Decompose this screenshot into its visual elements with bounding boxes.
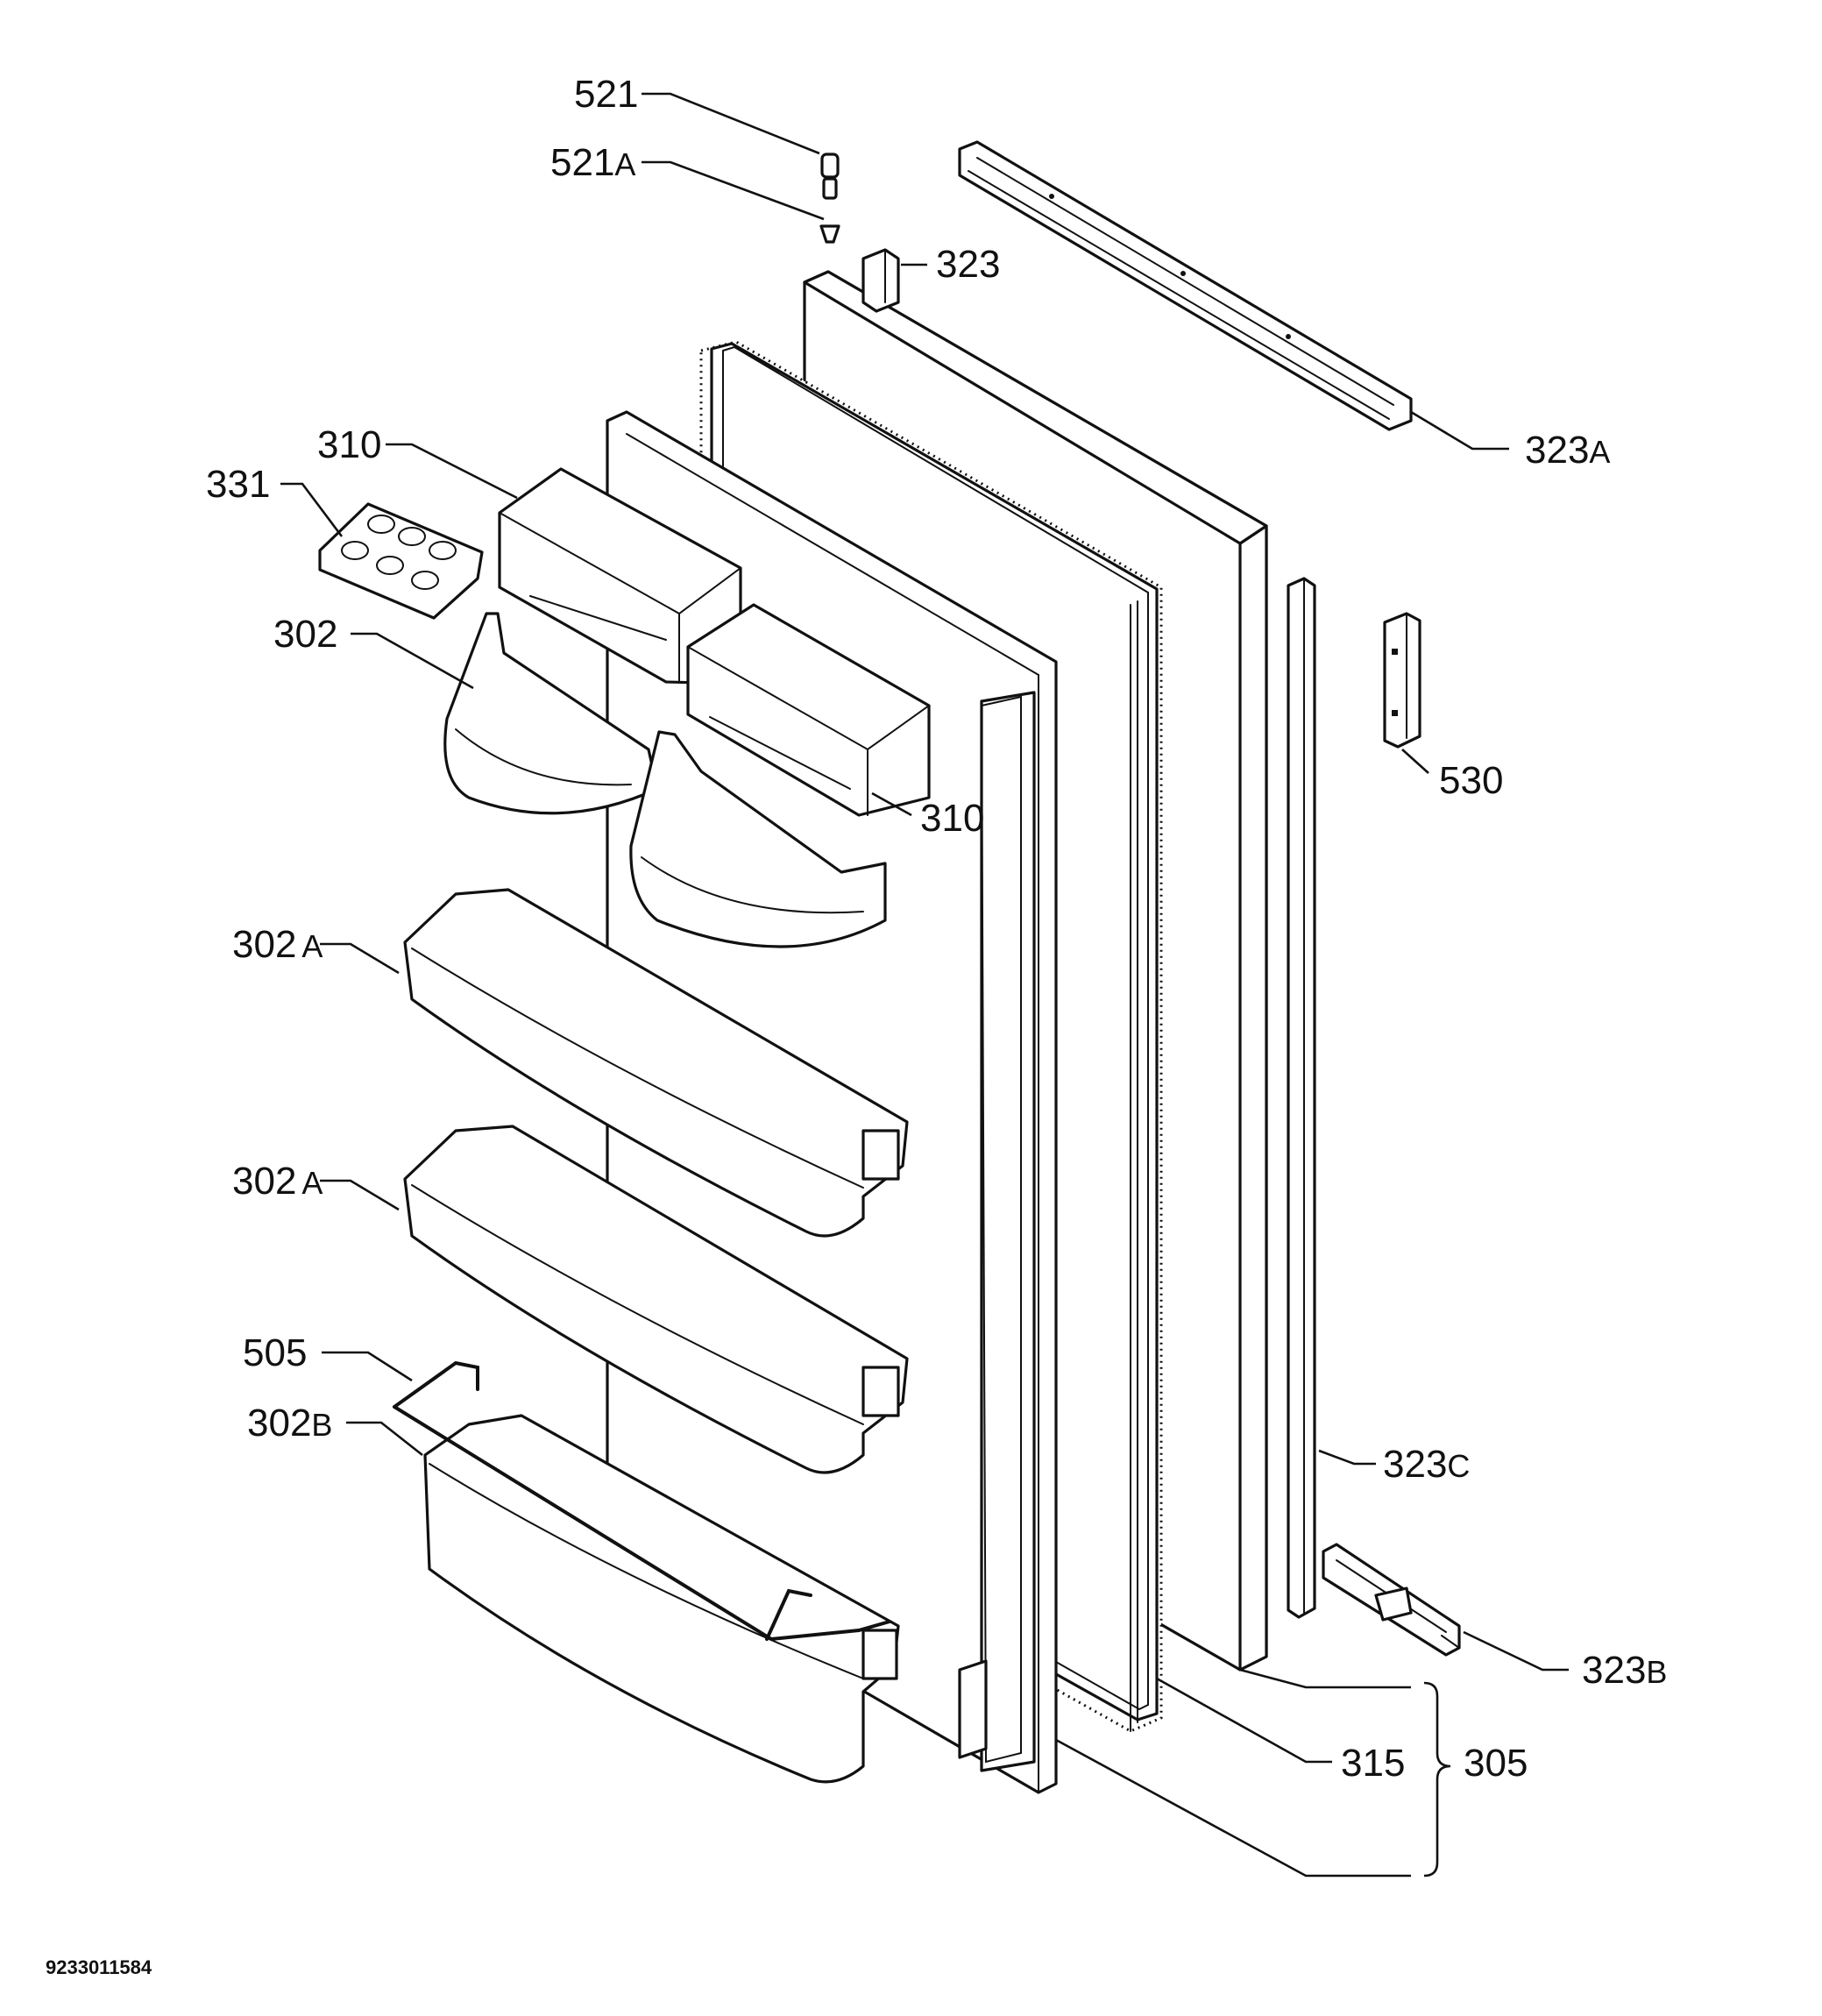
door-shelf-302-right — [629, 730, 887, 948]
screw-521 — [819, 153, 840, 244]
label-310-right: 310 — [920, 797, 984, 840]
label-315: 315 — [1341, 1742, 1405, 1785]
label-323: 323 — [936, 243, 1000, 286]
bottle-rail-505 — [393, 1360, 891, 1642]
dairy-compartment-310-lower — [686, 603, 931, 817]
label-521a: 521A — [550, 141, 635, 184]
label-302: 302 — [273, 613, 337, 656]
bottom-shelf-302b — [423, 1414, 900, 1784]
label-530: 530 — [1439, 759, 1503, 802]
label-323b: 323B — [1582, 1649, 1667, 1692]
label-310-top: 310 — [317, 423, 381, 466]
bottle-shelf-302a-lower — [403, 1125, 909, 1474]
label-323c: 323C — [1383, 1443, 1470, 1486]
label-302b: 302B — [247, 1402, 332, 1445]
drawing-code: 9233011584 — [46, 1956, 152, 1978]
egg-tray-331 — [318, 502, 484, 620]
bracket-530 — [1383, 612, 1421, 749]
label-323a: 323A — [1525, 429, 1610, 472]
leader-lines — [280, 92, 1569, 1878]
label-305: 305 — [1464, 1742, 1528, 1785]
label-331: 331 — [206, 463, 270, 506]
bottom-hinge-323b — [1322, 1543, 1461, 1657]
side-trim-323c — [1287, 577, 1316, 1619]
label-521: 521 — [574, 73, 638, 116]
brace-305 — [1423, 1681, 1451, 1878]
hinge-post-323 — [861, 248, 900, 313]
top-trim-323a — [958, 140, 1413, 431]
label-505: 505 — [243, 1331, 307, 1374]
bottle-shelf-302a-upper — [403, 888, 909, 1238]
